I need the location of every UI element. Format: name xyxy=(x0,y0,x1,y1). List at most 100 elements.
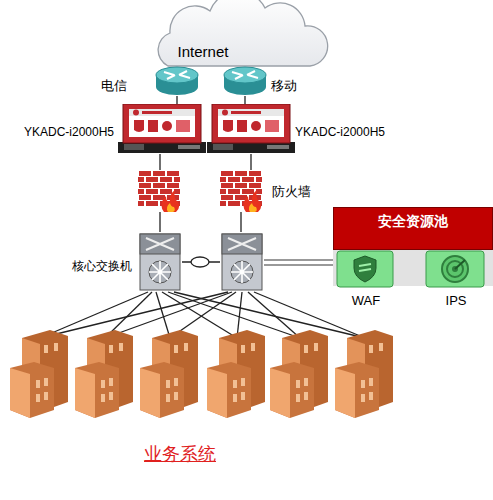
waf-device-icon xyxy=(336,250,394,288)
node-label: 移动 xyxy=(271,78,315,94)
firewall-icon xyxy=(220,170,262,212)
ips-device-icon xyxy=(425,250,485,288)
firewall-part-part xyxy=(167,183,179,188)
firewall-part-part xyxy=(139,183,151,188)
adc-device-icon-part-part xyxy=(212,104,290,143)
core-switch-icon-part-part xyxy=(149,261,171,283)
business-servers-part-part xyxy=(10,368,30,418)
firewall-part-part xyxy=(138,189,144,194)
core-switch-part-part xyxy=(228,238,256,250)
core-switch-part-part xyxy=(231,261,253,283)
firewall-part-part xyxy=(138,177,144,182)
business-servers-part xyxy=(10,330,68,418)
business-servers-part-part xyxy=(109,392,113,400)
firewall-part-part xyxy=(167,203,175,212)
router-icon-part xyxy=(155,66,199,96)
business-servers-part-part xyxy=(369,378,373,386)
firewall-icon-part-part xyxy=(221,195,233,200)
business-servers-part-part xyxy=(241,345,245,353)
adc-device-icon-part-part xyxy=(237,120,247,132)
adc-device-icon-part-part xyxy=(231,111,261,114)
business-servers-part xyxy=(75,330,133,418)
firewall-icon-part-part xyxy=(221,171,233,176)
business-servers-part-part xyxy=(270,362,314,418)
firewall-part xyxy=(138,170,180,212)
wires-part xyxy=(191,257,209,267)
adc-device-icon-part-part xyxy=(207,142,295,153)
business-servers-part-part xyxy=(304,378,308,386)
ips-device-icon-part-part xyxy=(455,260,465,269)
business-servers-part-part xyxy=(140,362,184,418)
internet-cloud: Internet xyxy=(140,0,340,72)
business-servers-part-part xyxy=(296,380,300,388)
business-servers-part-part xyxy=(369,345,373,353)
business-servers-part-part xyxy=(36,394,40,402)
ips-device: IPS xyxy=(425,250,487,307)
business-servers-part-part xyxy=(75,362,119,418)
core-switch-icon-part-part xyxy=(149,261,171,283)
node-label: 安全资源池 xyxy=(333,213,493,229)
firewall-part-part xyxy=(153,183,165,188)
firewall-icon-part-part xyxy=(256,177,262,182)
network-link xyxy=(244,96,245,104)
business-servers-part-part xyxy=(207,362,251,418)
adc-device-icon-part-part xyxy=(178,145,200,149)
core-switch xyxy=(220,232,264,292)
adc-device-icon-part-part xyxy=(218,109,284,137)
business-servers-part-part xyxy=(54,343,58,351)
node-label: WAF xyxy=(336,293,396,309)
business-servers-part-part xyxy=(109,378,113,386)
adc-device-icon-part-part xyxy=(129,109,195,116)
firewall-part-part xyxy=(160,189,172,194)
business-servers-part-part xyxy=(36,380,40,388)
router-icon-part-part xyxy=(156,67,198,83)
firewall-part-part xyxy=(146,189,158,194)
router-icon xyxy=(223,66,267,96)
wires-part xyxy=(105,292,232,338)
router: 移动 xyxy=(223,66,267,96)
firewall-icon-part-part xyxy=(235,171,247,176)
group-label: 业务系统 xyxy=(140,443,220,465)
firewall-icon-part-part xyxy=(228,189,240,194)
wires-part xyxy=(168,292,300,338)
business-servers-part-part xyxy=(10,362,54,418)
business-servers-part-part xyxy=(296,394,300,402)
router-icon-part xyxy=(223,66,267,96)
firewall-part-part xyxy=(174,189,180,194)
adc-device-icon-part xyxy=(207,104,295,154)
firewall xyxy=(138,170,180,212)
business-servers-part-part xyxy=(44,345,48,353)
adc-device-icon-part-part xyxy=(265,120,279,132)
firewall-icon-part-part xyxy=(235,183,247,188)
business-servers-part-part xyxy=(304,392,308,400)
adc-device-icon xyxy=(207,104,295,154)
adc-device-icon-part xyxy=(118,104,206,154)
business-servers-part-part xyxy=(119,343,123,351)
adc-device-icon-part-part xyxy=(218,109,284,116)
adc-device-icon-part-part xyxy=(222,110,228,116)
adc-device-icon-part-part xyxy=(223,120,233,132)
business-servers-part-part xyxy=(101,394,105,402)
wires-part xyxy=(264,259,335,260)
core-switch-part-part xyxy=(231,261,253,283)
node-label: 防火墙 xyxy=(272,184,322,200)
router-icon-part-part xyxy=(232,71,258,79)
adc-device-icon-part-part xyxy=(124,144,144,150)
wires-part xyxy=(264,264,335,265)
node-label: 核心交换机 xyxy=(56,258,132,274)
business-servers-part-part xyxy=(379,343,383,351)
node-label: YKADC-i2000H5 xyxy=(6,124,114,140)
business-servers-part-part xyxy=(174,378,178,386)
firewall-icon-part-part xyxy=(220,201,226,206)
business-servers-part-part xyxy=(174,392,178,400)
firewall-icon-part-part xyxy=(249,203,257,212)
business-servers-part xyxy=(207,330,265,418)
adc-device-icon xyxy=(118,104,206,154)
ips-device-icon-part xyxy=(425,250,485,288)
adc-device-icon-part-part xyxy=(148,120,158,132)
network-link xyxy=(250,154,251,170)
security-pool: 安全资源池 WAF IPS xyxy=(333,207,493,307)
adc-device-icon-part-part xyxy=(123,104,201,143)
